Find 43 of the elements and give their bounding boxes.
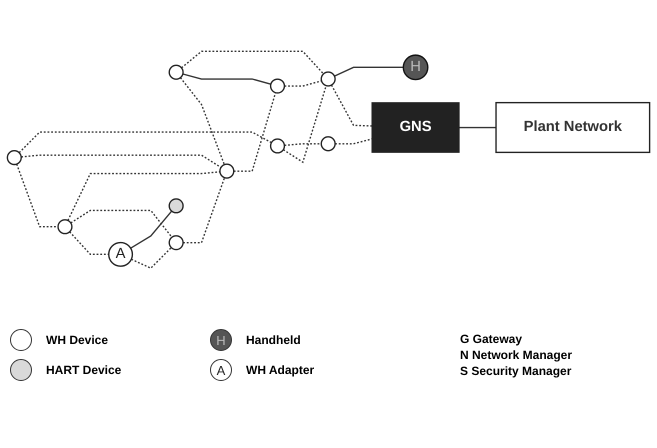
node-box — [495, 102, 650, 154]
abbreviation-note: N Network Manager — [460, 348, 572, 362]
connector — [21, 154, 222, 168]
connector — [69, 232, 109, 256]
connector — [180, 77, 226, 166]
node-circle — [219, 164, 234, 179]
node-circle — [270, 138, 286, 154]
node-circle — [108, 242, 134, 268]
connector — [459, 127, 496, 128]
connector — [284, 143, 322, 146]
mesh-network-diagram: A GNS Plant Network H — [0, 44, 657, 276]
connector — [335, 138, 372, 145]
node-circle — [320, 136, 336, 152]
node-circle — [270, 78, 286, 94]
connector — [70, 210, 172, 238]
legend-symbol: A — [210, 359, 232, 381]
connector — [16, 164, 58, 228]
abbreviation-note: G Gateway — [460, 332, 524, 346]
legend-label: WH Device — [46, 333, 108, 347]
connector — [284, 80, 322, 87]
connector — [334, 66, 404, 77]
legend-label: HART Device — [46, 363, 122, 377]
node-circle — [320, 72, 336, 87]
connector — [282, 86, 327, 164]
node-circle — [6, 150, 22, 166]
connector — [181, 50, 324, 75]
node-circle — [57, 219, 73, 234]
connector — [67, 171, 220, 221]
legend-symbol: H — [210, 329, 232, 351]
abbreviation-note: S Security Manager — [460, 364, 572, 378]
node-circle — [168, 198, 184, 214]
node-box — [372, 102, 460, 154]
connector — [130, 210, 172, 249]
legend-label: WH Adapter — [246, 363, 314, 377]
legend-label: Handheld — [246, 333, 301, 347]
connector — [183, 178, 226, 244]
connector — [182, 74, 272, 86]
connector — [18, 132, 272, 154]
node-circle — [168, 235, 184, 250]
node-circle — [168, 64, 184, 80]
connector — [330, 84, 372, 127]
connector — [234, 92, 276, 172]
node-circle — [402, 54, 428, 80]
